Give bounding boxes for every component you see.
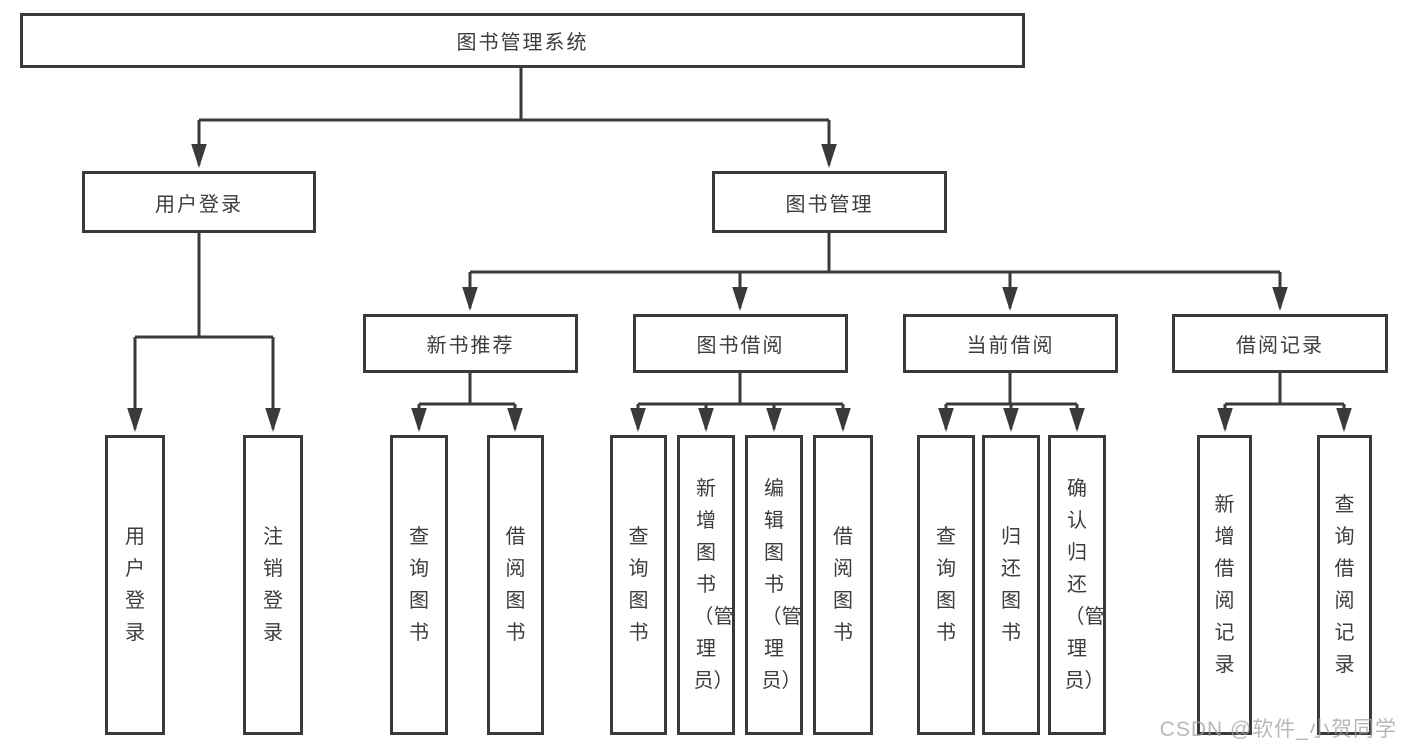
node-label: 借阅图书 [833,526,853,644]
node-label: 图书管理 [785,193,874,216]
node-label: 借阅图书 [505,526,526,644]
node-current-borrowing: 当前借阅 [903,314,1118,373]
leaf-logout: 注销登录 [243,435,303,735]
node-label: 查询图书 [936,526,956,644]
leaf-add-books-admin: 新增图书（管理员） [677,435,735,735]
leaf-query-books-current: 查询图书 [917,435,975,735]
node-label: 注销登录 [263,526,283,644]
node-library-management-system: 图书管理系统 [20,13,1025,68]
leaf-add-borrow-record: 新增借阅记录 [1197,435,1252,735]
leaf-return-books: 归还图书 [982,435,1040,735]
leaf-query-books-recommend: 查询图书 [390,435,448,735]
node-borrowing-records: 借阅记录 [1172,314,1388,373]
node-label: 查询借阅记录 [1334,494,1355,676]
leaf-borrow-books-recommend: 借阅图书 [487,435,544,735]
node-label: 图书借阅 [696,335,785,357]
node-label: 借阅记录 [1236,335,1324,357]
node-label: 查询图书 [628,526,649,644]
node-label: 当前借阅 [966,335,1055,357]
csdn-watermark: CSDN @软件_小贺同学 [1159,718,1397,741]
node-label: 新增借阅记录 [1214,494,1235,676]
leaf-query-borrow-record: 查询借阅记录 [1317,435,1372,735]
node-label: 新增图书（管理员） [693,478,734,692]
node-new-book-recommend: 新书推荐 [363,314,578,373]
leaf-confirm-return-admin: 确认归还（管理员） [1048,435,1106,735]
node-book-management: 图书管理 [712,171,947,233]
node-label: 查询图书 [409,526,429,644]
leaf-borrow-books-borrowing: 借阅图书 [813,435,873,735]
node-user-login: 用户登录 [82,171,316,233]
node-label: 用户登录 [155,193,243,216]
leaf-user-login: 用户登录 [105,435,165,735]
leaf-edit-books-admin: 编辑图书（管理员） [745,435,803,735]
leaf-query-books-borrowing: 查询图书 [610,435,667,735]
node-label: 归还图书 [1001,526,1021,644]
node-label: 确认归还（管理员） [1064,478,1105,692]
node-label: 图书管理系统 [456,32,589,54]
node-label: 用户登录 [125,526,145,644]
node-label: 编辑图书（管理员） [761,478,802,692]
node-book-borrowing: 图书借阅 [633,314,848,373]
node-label: 新书推荐 [426,335,515,357]
